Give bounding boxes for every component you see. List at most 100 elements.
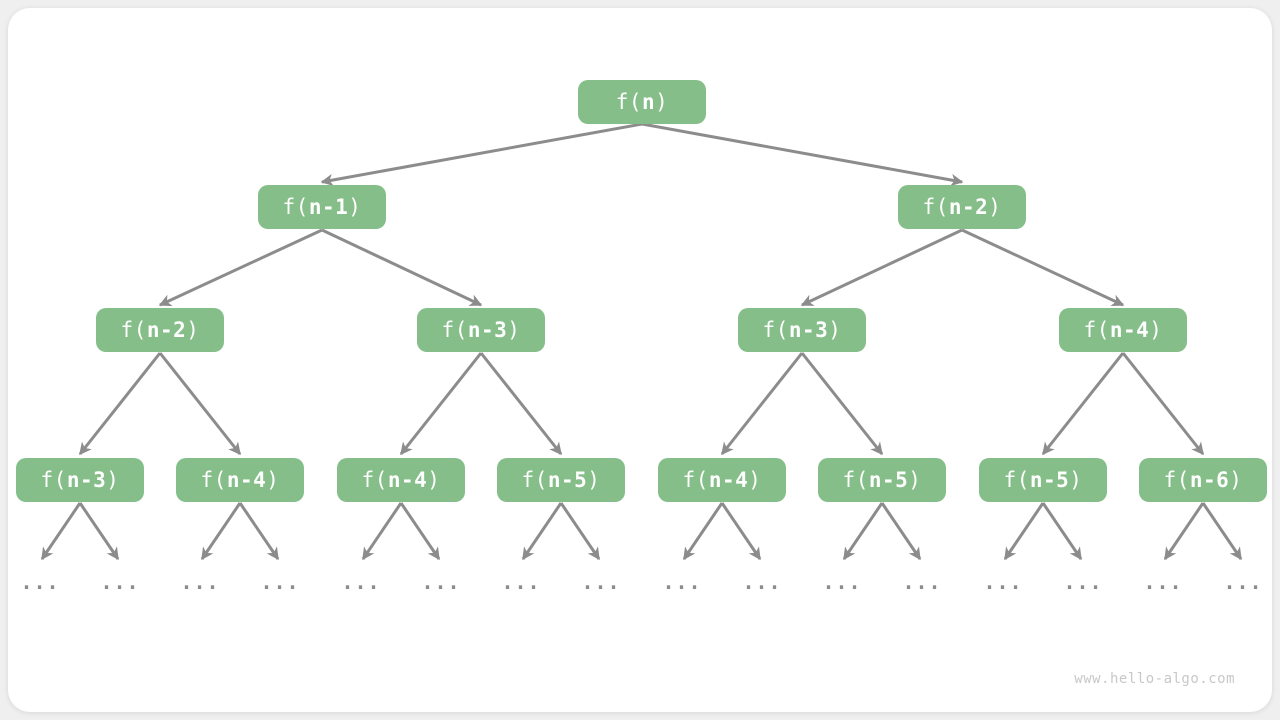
- node-label-post: ): [908, 468, 922, 492]
- tree-node: f(n-3): [417, 308, 545, 352]
- tree-edge: [720, 352, 804, 456]
- node-label-pre: f(: [1083, 318, 1110, 342]
- tree-edge: [399, 502, 441, 561]
- node-label-pre: f(: [40, 468, 67, 492]
- watermark: www.hello-algo.com: [1074, 671, 1235, 687]
- ellipsis-label: ...: [983, 570, 1023, 594]
- node-label-arg: n-4: [226, 468, 267, 492]
- ellipsis-label: ...: [662, 570, 702, 594]
- node-label-arg: n-3: [788, 318, 829, 342]
- node-label-arg: n-5: [868, 468, 909, 492]
- node-label-arg: n-6: [1189, 468, 1230, 492]
- ellipsis-label: ...: [822, 570, 862, 594]
- tree-edge: [559, 502, 601, 561]
- tree-node: f(n-4): [176, 458, 304, 502]
- tree-edge: [1121, 352, 1205, 456]
- ellipsis-label: ...: [20, 570, 60, 594]
- node-label-pre: f(: [1163, 468, 1190, 492]
- tree-edge: [200, 502, 242, 561]
- node-label-arg: n-1: [308, 195, 349, 219]
- tree-edge: [479, 352, 563, 456]
- node-label-post: ): [1069, 468, 1083, 492]
- tree-node: f(n-3): [16, 458, 144, 502]
- tree-edge: [842, 502, 884, 561]
- tree-edge: [1041, 502, 1083, 561]
- node-label-arg: n-4: [708, 468, 749, 492]
- tree-edge: [641, 122, 964, 187]
- ellipsis-label: ...: [341, 570, 381, 594]
- node-label-post: ): [988, 195, 1002, 219]
- tree-edge: [720, 502, 762, 561]
- tree-node: f(n-5): [497, 458, 625, 502]
- ellipsis-label: ...: [1063, 570, 1103, 594]
- ellipsis-label: ...: [180, 570, 220, 594]
- node-label-post: ): [828, 318, 842, 342]
- tree-node: f(n-2): [898, 185, 1026, 229]
- tree-edge: [361, 502, 403, 561]
- tree-edge: [800, 228, 963, 307]
- node-label-post: ): [186, 318, 200, 342]
- node-label-pre: f(: [842, 468, 869, 492]
- tree-edge: [78, 352, 162, 456]
- node-label-post: ): [1229, 468, 1243, 492]
- tree-node: f(n-5): [979, 458, 1107, 502]
- node-label-arg: n-3: [66, 468, 107, 492]
- tree-node: f(n-5): [818, 458, 946, 502]
- node-label-pre: f(: [1003, 468, 1030, 492]
- ellipsis-label: ...: [260, 570, 300, 594]
- tree-edge: [320, 122, 643, 187]
- tree-node: f(n-4): [337, 458, 465, 502]
- ellipsis-label: ...: [100, 570, 140, 594]
- node-label-pre: f(: [922, 195, 949, 219]
- node-label-post: ): [1149, 318, 1163, 342]
- tree-edge: [1041, 352, 1125, 456]
- tree-edge: [399, 352, 483, 456]
- tree-edge: [1201, 502, 1243, 561]
- node-label-pre: f(: [441, 318, 468, 342]
- node-label-arg: n-5: [547, 468, 588, 492]
- node-label-pre: f(: [282, 195, 309, 219]
- ellipsis-label: ...: [581, 570, 621, 594]
- node-label-post: ): [348, 195, 362, 219]
- tree-edge: [321, 228, 483, 307]
- node-label-arg: n-3: [467, 318, 508, 342]
- ellipsis-label: ...: [742, 570, 782, 594]
- node-label-arg: n-2: [146, 318, 187, 342]
- tree-edge: [682, 502, 724, 561]
- node-label-arg: n-4: [387, 468, 428, 492]
- tree-node: f(n-3): [738, 308, 866, 352]
- node-label-arg: n-5: [1029, 468, 1070, 492]
- tree-edge: [1003, 502, 1045, 561]
- node-label-post: ): [748, 468, 762, 492]
- tree-edge: [158, 228, 323, 307]
- tree-node: f(n-4): [1059, 308, 1187, 352]
- node-label-post: ): [507, 318, 521, 342]
- node-label-pre: f(: [361, 468, 388, 492]
- node-label-post: ): [587, 468, 601, 492]
- tree-edge: [521, 502, 563, 561]
- tree-edge: [40, 502, 82, 561]
- node-label-post: ): [106, 468, 120, 492]
- node-label-pre: f(: [615, 90, 642, 114]
- tree-edge: [78, 502, 120, 561]
- tree-node: f(n): [578, 80, 706, 124]
- ellipsis-label: ...: [1223, 570, 1263, 594]
- tree-node: f(n-6): [1139, 458, 1267, 502]
- node-label-pre: f(: [682, 468, 709, 492]
- node-label-arg: n-2: [948, 195, 989, 219]
- tree-edge: [880, 502, 922, 561]
- tree-edge: [961, 228, 1125, 307]
- node-label-pre: f(: [762, 318, 789, 342]
- tree-edge: [158, 352, 242, 456]
- ellipsis-label: ...: [501, 570, 541, 594]
- tree-node: f(n-4): [658, 458, 786, 502]
- node-label-pre: f(: [120, 318, 147, 342]
- ellipsis-label: ...: [1143, 570, 1183, 594]
- node-label-post: ): [427, 468, 441, 492]
- node-label-post: ): [655, 90, 669, 114]
- node-label-arg: n: [641, 90, 656, 114]
- tree-edge: [800, 352, 884, 456]
- node-label-pre: f(: [521, 468, 548, 492]
